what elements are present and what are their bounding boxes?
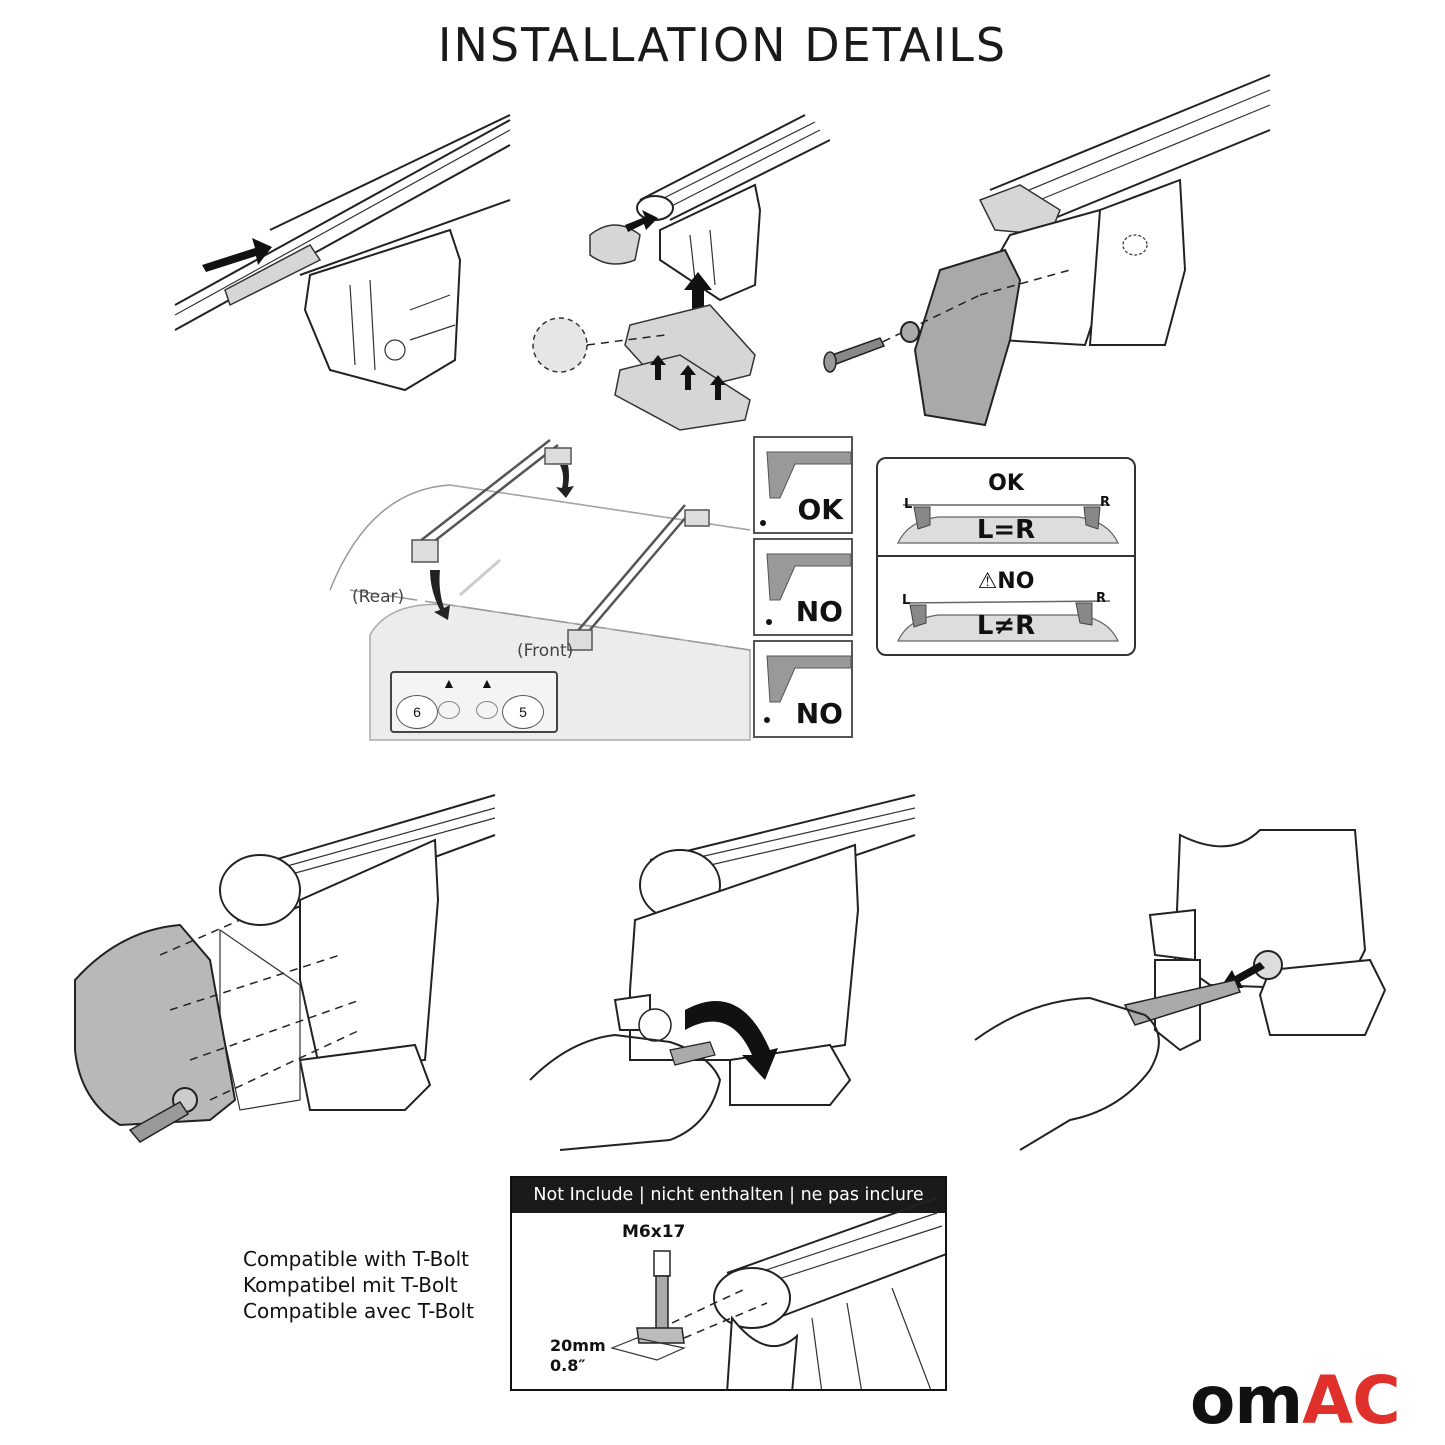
tbolt-icon [655,1275,669,1332]
no-right-label: R [1096,591,1107,606]
warning-icon: ⚠ [977,569,998,594]
clamp-check-no-2: NO [753,640,853,738]
logo-red-part: AC [1302,1362,1401,1439]
top-step2-illustration [532,114,831,431]
arrow-up-icon: ▲ [442,675,456,691]
clamp-check-no-1: NO [753,538,853,636]
pad-marker-icon [438,701,460,719]
alignment-no: ⚠NO L R L≠R [878,557,1134,653]
compat-line-en: Compatible with T-Bolt [243,1247,469,1271]
clamp-check-column: OK NO NO [753,436,857,740]
tbolt-compatibility: Compatible with T-Bolt Kompatibel mit T-… [243,1246,474,1324]
logo-black-part: om [1190,1362,1303,1439]
ok-right-label: R [1100,495,1111,510]
compat-line-fr: Compatible avec T-Bolt [243,1299,474,1323]
ok-heading: OK [988,471,1024,496]
bottom-step3-illustration [974,829,1387,1151]
ok-formula: L=R [976,515,1036,545]
car-roof-diagram: (Rear) (Front) 6 ▲ ▲ 5 [329,430,751,741]
alignment-panel: OK L R L=R ⚠NO L R L≠R [876,457,1136,656]
no-heading: ⚠NO [977,569,1035,594]
arrow-up-icon: ▲ [480,675,494,691]
tbolt-box: Not Include | nicht enthalten | ne pas i… [510,1176,947,1391]
ok-left-label: L [904,497,913,512]
pad-marker-icon [476,701,498,719]
pad-number-5: 5 [502,695,544,729]
arrow-right-icon [202,238,272,272]
top-step1-illustration [174,114,511,392]
no-formula: L≠R [976,611,1036,641]
bolt-icon [830,337,886,365]
rear-label: (Rear) [352,587,405,607]
page-title: INSTALLATION DETAILS [437,18,1008,72]
dimension-in: 0.8″ [550,1356,586,1375]
clamp-check-ok: OK [753,436,853,534]
bottom-step2-illustration [529,794,916,1151]
bolt-size-label: M6x17 [622,1222,686,1242]
bottom-step1-illustration [74,794,496,1143]
pad-position-inset: 6 ▲ ▲ 5 [390,671,558,733]
omac-logo: omAC [1190,1362,1401,1439]
arrow-up-icon [684,272,712,320]
front-label: (Front) [517,641,574,661]
no-left-label: L [902,593,911,608]
tbolt-box-header: Not Include | nicht enthalten | ne pas i… [512,1178,945,1213]
compat-line-de: Kompatibel mit T-Bolt [243,1273,458,1297]
top-step3-illustration [823,74,1271,427]
washer-icon [900,321,920,343]
alignment-ok: OK L R L=R [878,459,1134,557]
dimension-mm: 20mm [550,1336,606,1355]
turn-arrow-icon [685,1001,778,1080]
pad-number-6: 6 [396,695,438,729]
